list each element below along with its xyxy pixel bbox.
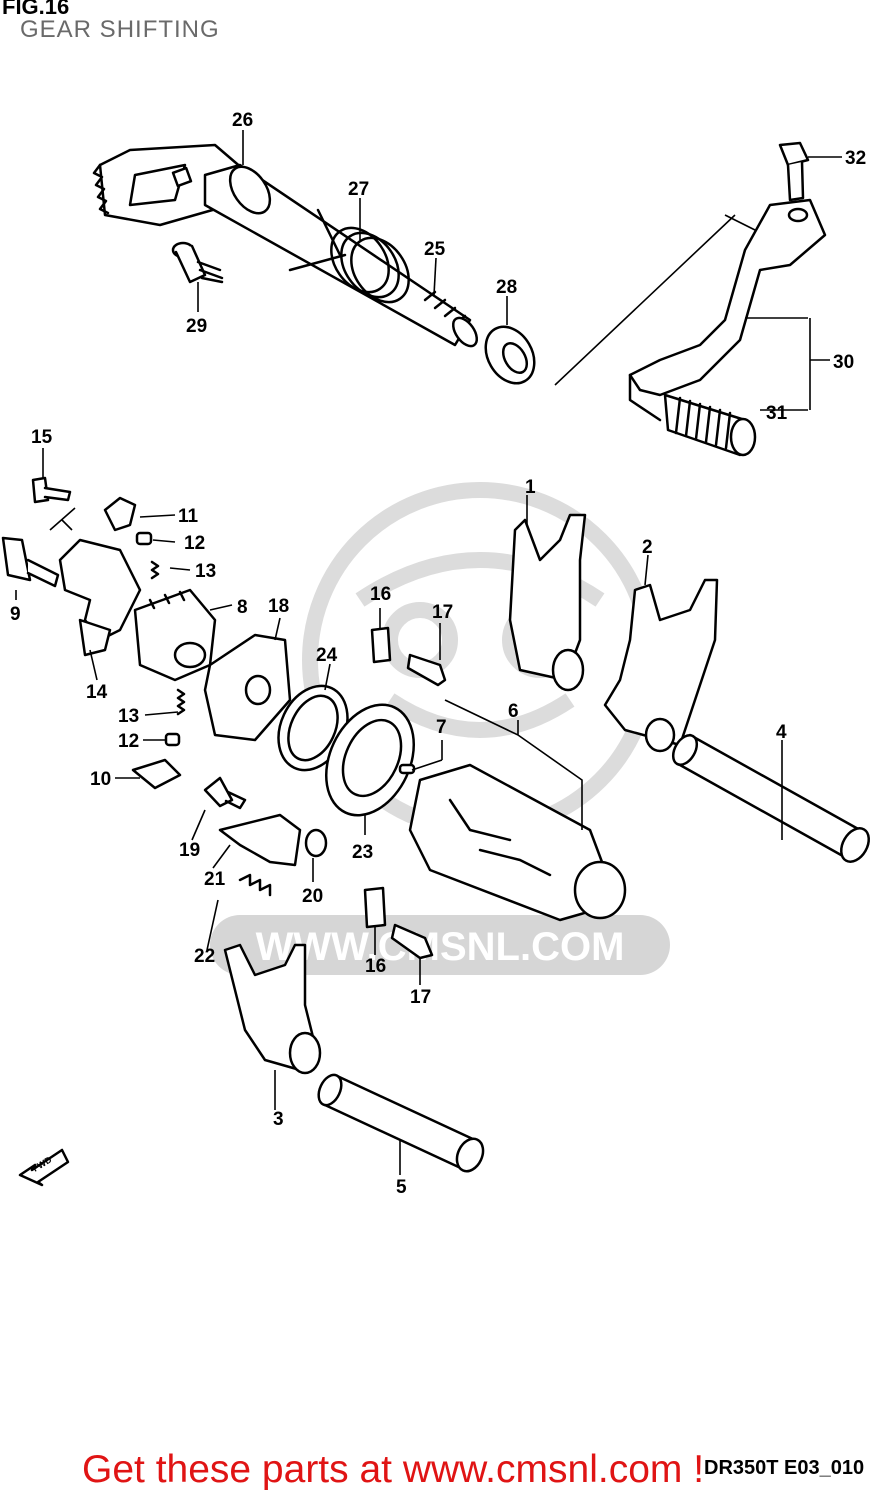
part-label-12a: 12 [184,533,205,554]
part-labels: 1 2 3 4 5 6 7 8 9 10 11 12 12 13 13 14 1… [10,110,866,1198]
part-label-21: 21 [204,869,226,890]
part-label-10: 10 [90,769,111,790]
part-label-17a: 17 [432,602,453,623]
part-label-17b: 17 [410,987,431,1008]
gearshift-cam-driven-gear [133,588,217,682]
pawl-lifter [131,758,182,790]
figure-title: FIG.16 [2,0,70,19]
part-label-14: 14 [86,682,108,703]
watermark-banner [210,915,670,975]
part-label-11: 11 [178,506,199,527]
fork-shaft-5 [317,1073,485,1173]
part-label-16b: 16 [365,956,386,977]
shift-fork-2 [603,578,719,753]
fork-shaft-4 [671,733,870,863]
pawl-bolt [1,536,60,588]
gearshift-cam-gear [203,633,292,742]
part-label-1: 1 [525,477,536,498]
part-label-13a: 13 [195,561,216,582]
lever-rubber [663,393,757,457]
cam-stopper-plate [58,538,142,657]
cam-stopper-21 [218,813,302,867]
part-label-9: 9 [10,604,21,625]
pawl-spring-13b [176,688,186,716]
part-label-27: 27 [348,179,369,200]
part-label-2: 2 [642,537,653,558]
stopper-spring-22 [238,873,272,897]
part-label-26: 26 [232,110,253,131]
part-label-23: 23 [352,842,373,863]
part-label-20: 20 [302,886,323,907]
shift-fork-3 [223,943,322,1075]
bearing-23 [324,703,416,817]
part-label-29: 29 [186,316,207,337]
bearing-stopper-16b [363,886,387,929]
cam-screw-15 [31,476,72,504]
part-label-30: 30 [833,352,854,373]
part-label-19: 19 [179,840,200,861]
shift-fork-1 [508,513,587,692]
part-label-3: 3 [273,1109,284,1130]
part-label-7: 7 [436,717,447,738]
leader-lines [15,130,842,1175]
cam-pin-7 [398,763,416,775]
fwd-arrow-icon [18,1148,70,1187]
part-label-16a: 16 [370,584,391,605]
part-label-4: 4 [776,722,787,743]
part-label-5: 5 [396,1177,407,1198]
part-label-13b: 13 [118,706,139,727]
stopper-bolt-19 [203,776,247,810]
get-parts-link[interactable]: Get these parts at www.cmsnl.com ! [82,1448,705,1491]
part-label-8: 8 [237,597,248,618]
part-label-25: 25 [424,239,446,260]
part-label-24: 24 [316,645,338,666]
part-label-12b: 12 [118,731,139,752]
part-label-22: 22 [194,946,215,967]
part-label-18: 18 [268,596,289,617]
lever-bolt [778,141,810,202]
washer-20 [304,828,328,858]
return-spring [288,208,410,304]
part-label-32: 32 [845,148,866,169]
gearshift-lever [628,198,827,422]
part-label-6: 6 [508,701,519,722]
pawl-pin-12a [135,531,153,546]
pawl-spring-13a [150,560,160,580]
gearshift-cam-drum [408,763,627,922]
shift-cam-plate [103,496,137,532]
pawl-pin-12b [164,732,181,747]
part-label-15: 15 [31,427,53,448]
figure-subtitle: GEAR SHIFTING [20,16,220,43]
diagram-code: DR350T E03_010 [704,1457,865,1479]
gear-shift-shaft [92,143,479,348]
watermark-url: WWW.CMSNL.COM [256,925,625,969]
bearing-stopper-16a [370,626,392,664]
stopper-screw-17a [406,653,447,687]
oil-seal [484,325,536,385]
part-label-28: 28 [496,277,517,298]
part-label-31: 31 [766,403,788,424]
stopper-pin [171,241,224,284]
stopper-screw-17b [390,923,434,960]
